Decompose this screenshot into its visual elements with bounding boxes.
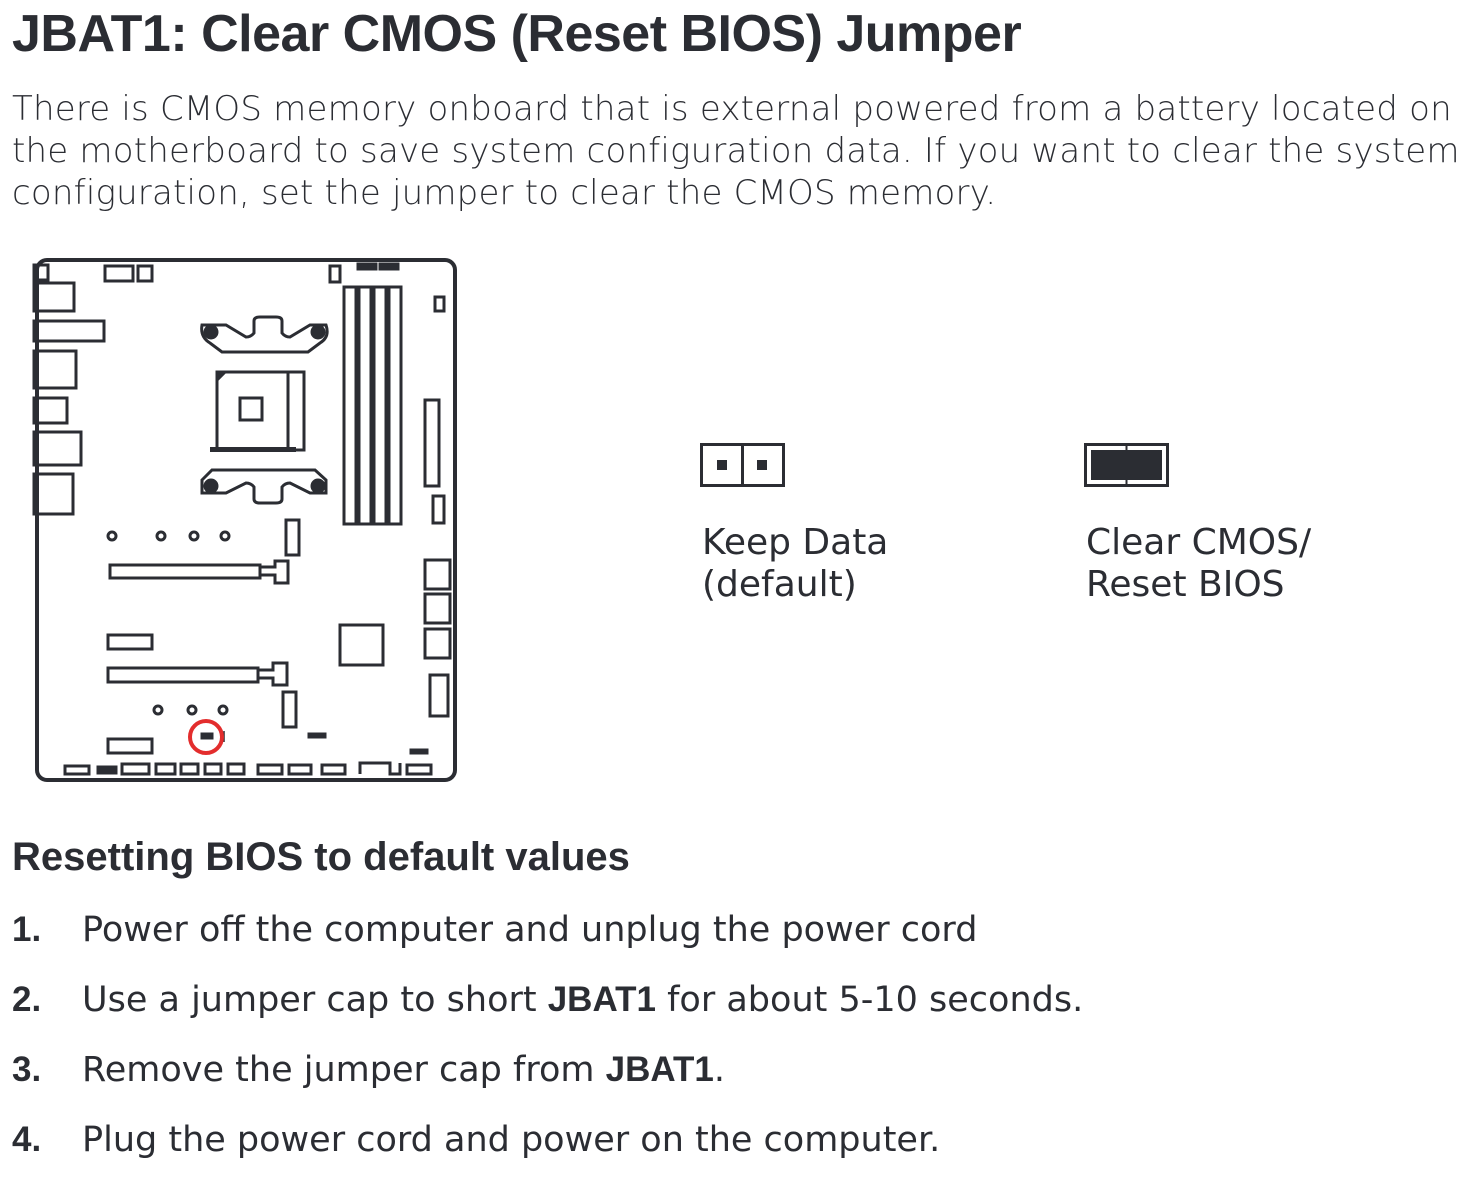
cpu-retention-top [200,315,329,354]
chipset [338,623,385,667]
cpu-socket [210,370,306,452]
cpu-retention-bottom [200,468,328,505]
label-line: Keep Data [702,522,889,563]
jumper-open-icon [700,443,785,487]
step-number: 2. [12,980,42,1019]
jbat1-jumper [200,731,225,742]
step-number: 4. [12,1120,42,1159]
pcie-slot-2 [106,661,289,687]
step-text-part: . [713,1050,726,1090]
vertical-header [281,690,298,729]
page-title: JBAT1: Clear CMOS (Reset BIOS) Jumper [12,5,1022,63]
rear-io-ports [32,263,106,516]
intro-line: the motherboard to save system configura… [12,131,1460,171]
step-text: Power off the computer and unplug the po… [82,900,977,970]
step-text: Use a jumper cap to short JBAT1 for abou… [82,970,1083,1040]
steps-list: 1. Power off the computer and unplug the… [12,900,1083,1180]
step-item: 3. Remove the jumper cap from JBAT1. [12,1040,1083,1110]
bottom-left-header [106,737,154,755]
m2-header [284,518,301,557]
step-item: 2. Use a jumper cap to short JBAT1 for a… [12,970,1083,1040]
section-heading: Resetting BIOS to default values [12,835,630,879]
bottom-headers [63,761,433,776]
step-item: 4. Plug the power cord and power on the … [12,1110,1083,1180]
clear-cmos-label: Clear CMOS/ Reset BIOS [1086,522,1311,606]
board-outline [35,258,457,782]
dimm-slots [342,285,403,526]
right-edge-headers [423,295,452,718]
intro-line: configuration, set the jumper to clear t… [12,173,997,213]
top-headers [103,262,400,284]
step-text-bold: JBAT1 [605,1050,714,1089]
jbat1-highlight-circle [188,719,224,755]
step-text-part: Plug the power cord and power on the com… [82,1120,941,1160]
step-item: 1. Power off the computer and unplug the… [12,900,1083,970]
keep-data-label: Keep Data (default) [702,522,888,606]
label-line: Reset BIOS [1086,564,1285,605]
step-text-part: Power off the computer and unplug the po… [82,910,978,950]
step-number: 3. [12,1050,42,1089]
label-line: (default) [702,564,857,605]
step-number: 1. [12,910,42,949]
pcie-slot-1 [108,559,290,585]
intro-paragraph: There is CMOS memory onboard that is ext… [12,88,1472,214]
mounting-holes [106,530,231,716]
step-text-part: Use a jumper cap to short [82,980,548,1020]
label-line: Clear CMOS/ [1086,522,1312,563]
step-text: Remove the jumper cap from JBAT1. [82,1040,725,1110]
jumper-shorted-icon [1084,443,1169,487]
step-text-part: for about 5-10 seconds. [655,980,1084,1020]
small-header [106,633,154,651]
step-text-bold: JBAT1 [547,980,656,1019]
step-text: Plug the power cord and power on the com… [82,1110,940,1180]
step-text-part: Remove the jumper cap from [82,1050,606,1090]
motherboard-diagram [32,258,457,782]
intro-line: There is CMOS memory onboard that is ext… [12,89,1452,129]
